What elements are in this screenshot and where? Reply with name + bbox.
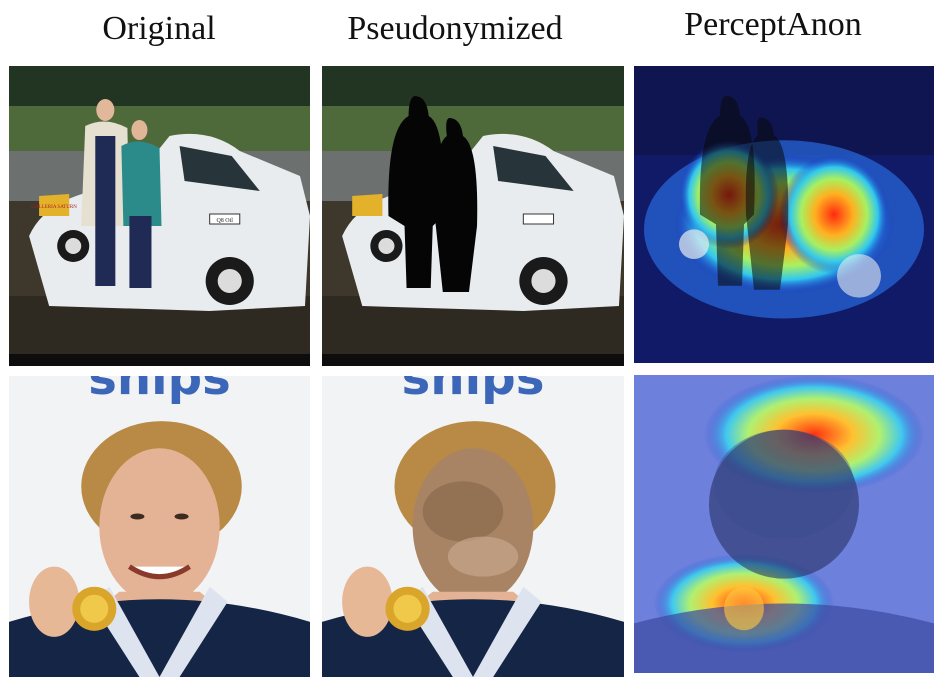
panel-car-pseudonymized: [322, 66, 624, 366]
title-perceptanon: PerceptAnon: [684, 6, 862, 43]
face-pseudonymized-image: ships: [322, 376, 624, 677]
panel-face-pseudonymized: ships: [322, 376, 624, 677]
title-original: Original: [102, 10, 216, 47]
car-scene-pseudonymized-image: [322, 66, 624, 366]
banner-text: ships: [88, 376, 231, 406]
car-sticker-text: GALLERIA SATURN: [31, 205, 77, 210]
panel-car-original: Q8 Oil GALLERIA SATURN: [9, 66, 310, 366]
title-pseudonymized: Pseudonymized: [347, 10, 563, 47]
panel-face-original: ships: [9, 376, 310, 677]
car-heatmap-image: [634, 66, 934, 363]
panel-face-perceptanon: [634, 375, 934, 673]
panel-car-perceptanon: [634, 66, 934, 363]
face-portrait-image: ships: [9, 376, 310, 677]
face-heatmap-image: [634, 375, 934, 673]
svg-text:ships: ships: [401, 376, 544, 406]
car-plate-text: Q8 Oil: [216, 218, 233, 224]
car-scene-image: Q8 Oil GALLERIA SATURN: [9, 66, 310, 366]
